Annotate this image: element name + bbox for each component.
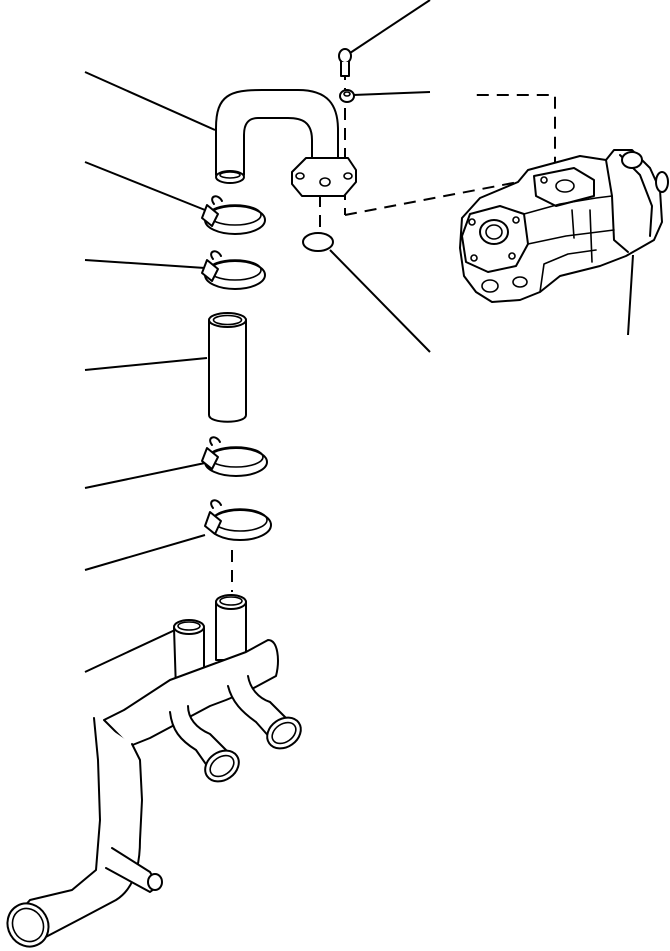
rubber-hose-part: [208, 312, 247, 423]
hose-clamp-3-part: [201, 436, 268, 477]
hose-clamp-4-part: [204, 499, 272, 541]
callout-leaders: [84, 0, 634, 673]
hose-clamp-2-part: [201, 250, 266, 290]
bolt-part: [338, 48, 352, 77]
leader-bolt: [346, 0, 431, 56]
leader-oring: [329, 249, 431, 353]
u-elbow-tube-part: [215, 89, 357, 197]
leader-hose: [84, 357, 208, 371]
leader-manifold: [84, 629, 176, 673]
leader-pump: [627, 254, 634, 336]
assembly-dash-lines: [231, 68, 556, 592]
washer-part: [339, 89, 355, 103]
hydraulic-pump-part: [459, 149, 669, 303]
leader-washer: [352, 91, 431, 96]
leader-clamp-2: [84, 259, 206, 269]
o-ring-part: [302, 232, 334, 252]
manifold-tube-part: [6, 594, 302, 948]
hose-clamp-1-part: [201, 195, 266, 235]
leader-clamp-1: [84, 161, 206, 211]
leader-clamp-3: [84, 462, 206, 489]
leader-clamp-4: [84, 534, 206, 571]
leader-elbow: [84, 71, 216, 131]
